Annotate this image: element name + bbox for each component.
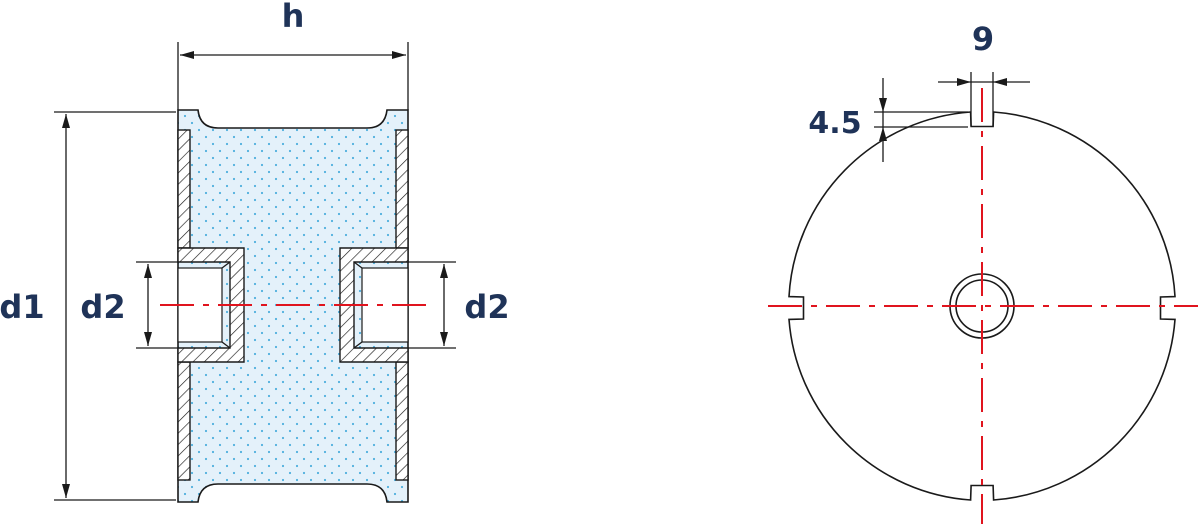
left-plate-top bbox=[177, 129, 191, 249]
slot-depth-label: 4.5 bbox=[808, 106, 861, 141]
h-label: h bbox=[282, 0, 305, 35]
left-plate-bottom bbox=[177, 361, 191, 481]
d1-label: d1 bbox=[0, 288, 45, 326]
right-plate-bottom bbox=[395, 361, 409, 481]
front-view bbox=[768, 72, 1198, 524]
right-plate-top bbox=[395, 129, 409, 249]
d2-right-label: d2 bbox=[464, 288, 509, 326]
slot-width-label: 9 bbox=[972, 20, 994, 58]
side-view bbox=[54, 42, 456, 503]
d2-left-label: d2 bbox=[80, 288, 125, 326]
